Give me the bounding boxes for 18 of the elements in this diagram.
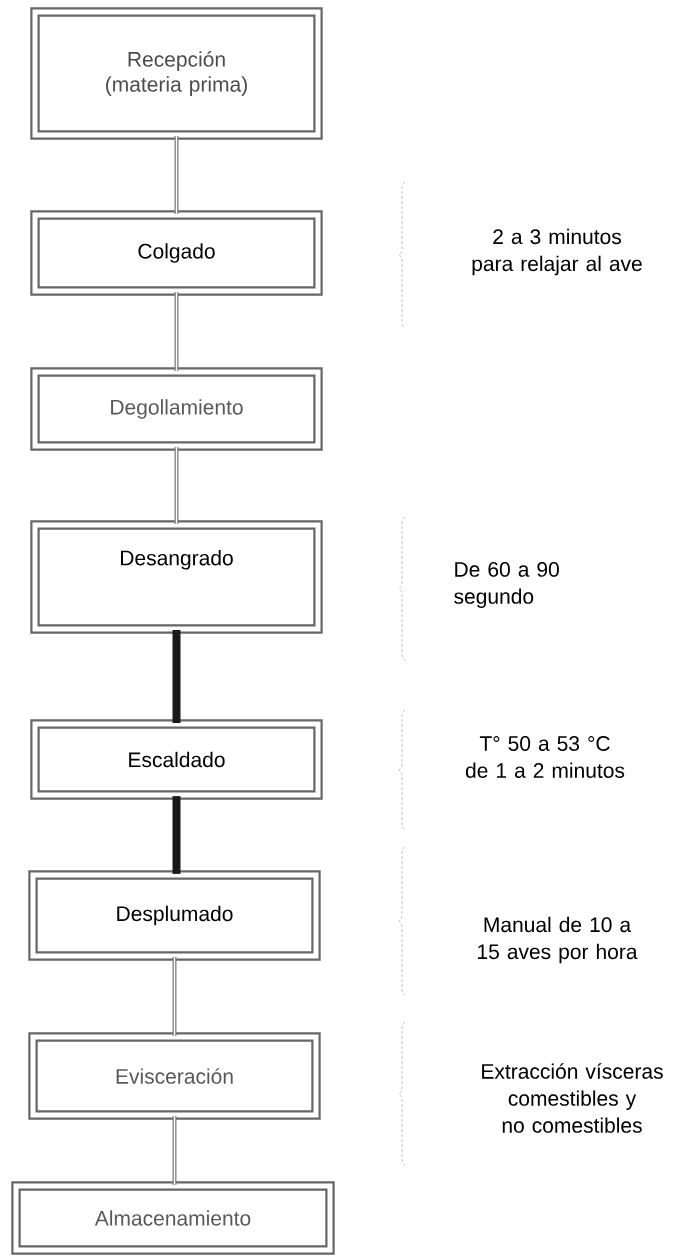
note-text: Extracción vísceras comestibles y no comestibles bbox=[482, 1063, 663, 1133]
connector-line bbox=[172, 1115, 177, 1186]
note-text: De 60 a 90 segundo bbox=[454, 562, 559, 608]
process-box: Desplumado bbox=[28, 870, 321, 961]
note-text: T° 50 a 53 °C de 1 a 2 minutos bbox=[465, 736, 625, 778]
process-box: Evisceración bbox=[28, 1032, 321, 1120]
process-box: Escaldado bbox=[30, 719, 323, 800]
process-box: Degollamiento bbox=[30, 367, 323, 451]
note-text: 2 a 3 minutos para relajar al ave bbox=[472, 228, 642, 276]
connector-line bbox=[174, 446, 179, 525]
process-box: Desangrado bbox=[30, 520, 323, 634]
process-box: Recepción (materia prima) bbox=[30, 7, 323, 140]
process-box: Almacenamiento bbox=[11, 1181, 335, 1255]
connector-line bbox=[172, 956, 177, 1037]
connector-line bbox=[174, 291, 179, 372]
connector-line bbox=[174, 135, 179, 215]
process-box: Colgado bbox=[30, 210, 323, 296]
note-text: Manual de 10 a 15 aves por hora bbox=[478, 916, 638, 964]
